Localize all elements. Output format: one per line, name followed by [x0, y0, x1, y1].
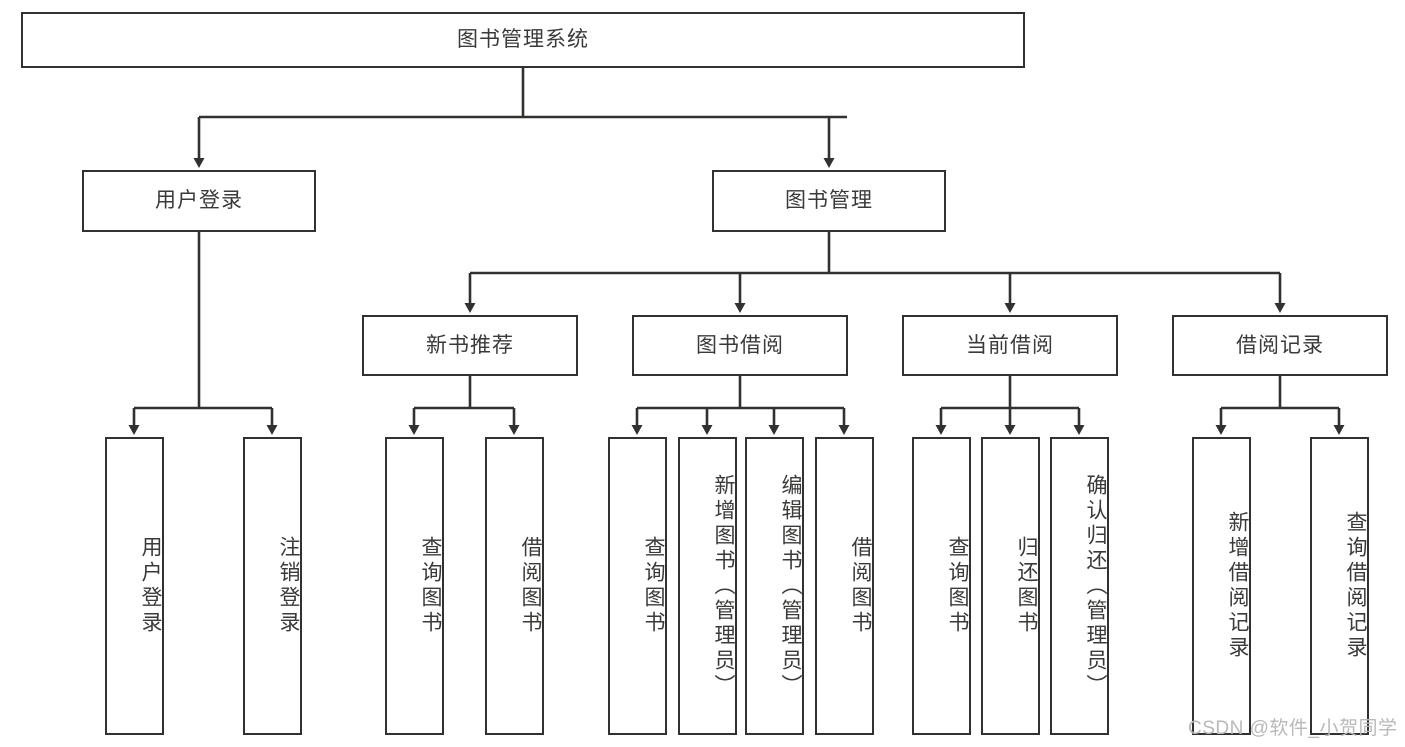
leaf-confirm-return-admin-label: 确认归还（管理员） — [1084, 473, 1107, 699]
leaf-add-book-admin-label: 新增图书（管理员） — [712, 473, 735, 699]
leaf-add-book-admin[interactable]: 新增图书（管理员） — [678, 437, 737, 735]
leaf-logout-login-label: 注销登录 — [277, 536, 300, 636]
node-user-login[interactable]: 用户登录 — [82, 170, 316, 232]
leaf-edit-book-admin[interactable]: 编辑图书（管理员） — [745, 437, 804, 735]
node-book-management-label: 图书管理 — [785, 189, 873, 213]
leaf-borrow-book-2-label: 借阅图书 — [849, 536, 872, 636]
node-book-borrow-label: 图书借阅 — [696, 333, 784, 357]
node-root-label: 图书管理系统 — [457, 28, 589, 52]
node-book-management[interactable]: 图书管理 — [712, 170, 946, 232]
leaf-borrow-book-1[interactable]: 借阅图书 — [485, 437, 544, 735]
node-current-borrow-label: 当前借阅 — [966, 333, 1054, 357]
node-borrow-record[interactable]: 借阅记录 — [1172, 315, 1388, 376]
leaf-query-book-2[interactable]: 查询图书 — [608, 437, 667, 735]
node-root[interactable]: 图书管理系统 — [21, 12, 1025, 68]
leaf-add-borrow-record[interactable]: 新增借阅记录 — [1192, 437, 1251, 735]
leaf-query-book-2-label: 查询图书 — [642, 536, 665, 636]
leaf-borrow-book-2[interactable]: 借阅图书 — [815, 437, 874, 735]
leaf-return-book-label: 归还图书 — [1015, 536, 1038, 636]
node-book-borrow[interactable]: 图书借阅 — [632, 315, 848, 376]
watermark: CSDN @软件_小贺同学 — [1188, 718, 1398, 739]
leaf-logout-login[interactable]: 注销登录 — [243, 437, 302, 735]
node-new-book-recommend[interactable]: 新书推荐 — [362, 315, 578, 376]
leaf-add-borrow-record-label: 新增借阅记录 — [1226, 511, 1249, 661]
leaf-user-login-label: 用户登录 — [139, 536, 162, 636]
leaf-query-book-1[interactable]: 查询图书 — [385, 437, 444, 735]
node-current-borrow[interactable]: 当前借阅 — [902, 315, 1118, 376]
leaf-query-book-3[interactable]: 查询图书 — [912, 437, 971, 735]
leaf-borrow-book-1-label: 借阅图书 — [519, 536, 542, 636]
leaf-query-borrow-record-label: 查询借阅记录 — [1344, 511, 1367, 661]
leaf-return-book[interactable]: 归还图书 — [981, 437, 1040, 735]
leaf-user-login[interactable]: 用户登录 — [105, 437, 164, 735]
leaf-query-book-1-label: 查询图书 — [419, 536, 442, 636]
leaf-confirm-return-admin[interactable]: 确认归还（管理员） — [1050, 437, 1109, 735]
node-new-book-recommend-label: 新书推荐 — [426, 333, 514, 357]
node-user-login-label: 用户登录 — [155, 189, 243, 213]
node-borrow-record-label: 借阅记录 — [1236, 333, 1324, 357]
leaf-query-borrow-record[interactable]: 查询借阅记录 — [1310, 437, 1369, 735]
leaf-query-book-3-label: 查询图书 — [946, 536, 969, 636]
leaf-edit-book-admin-label: 编辑图书（管理员） — [779, 473, 802, 699]
